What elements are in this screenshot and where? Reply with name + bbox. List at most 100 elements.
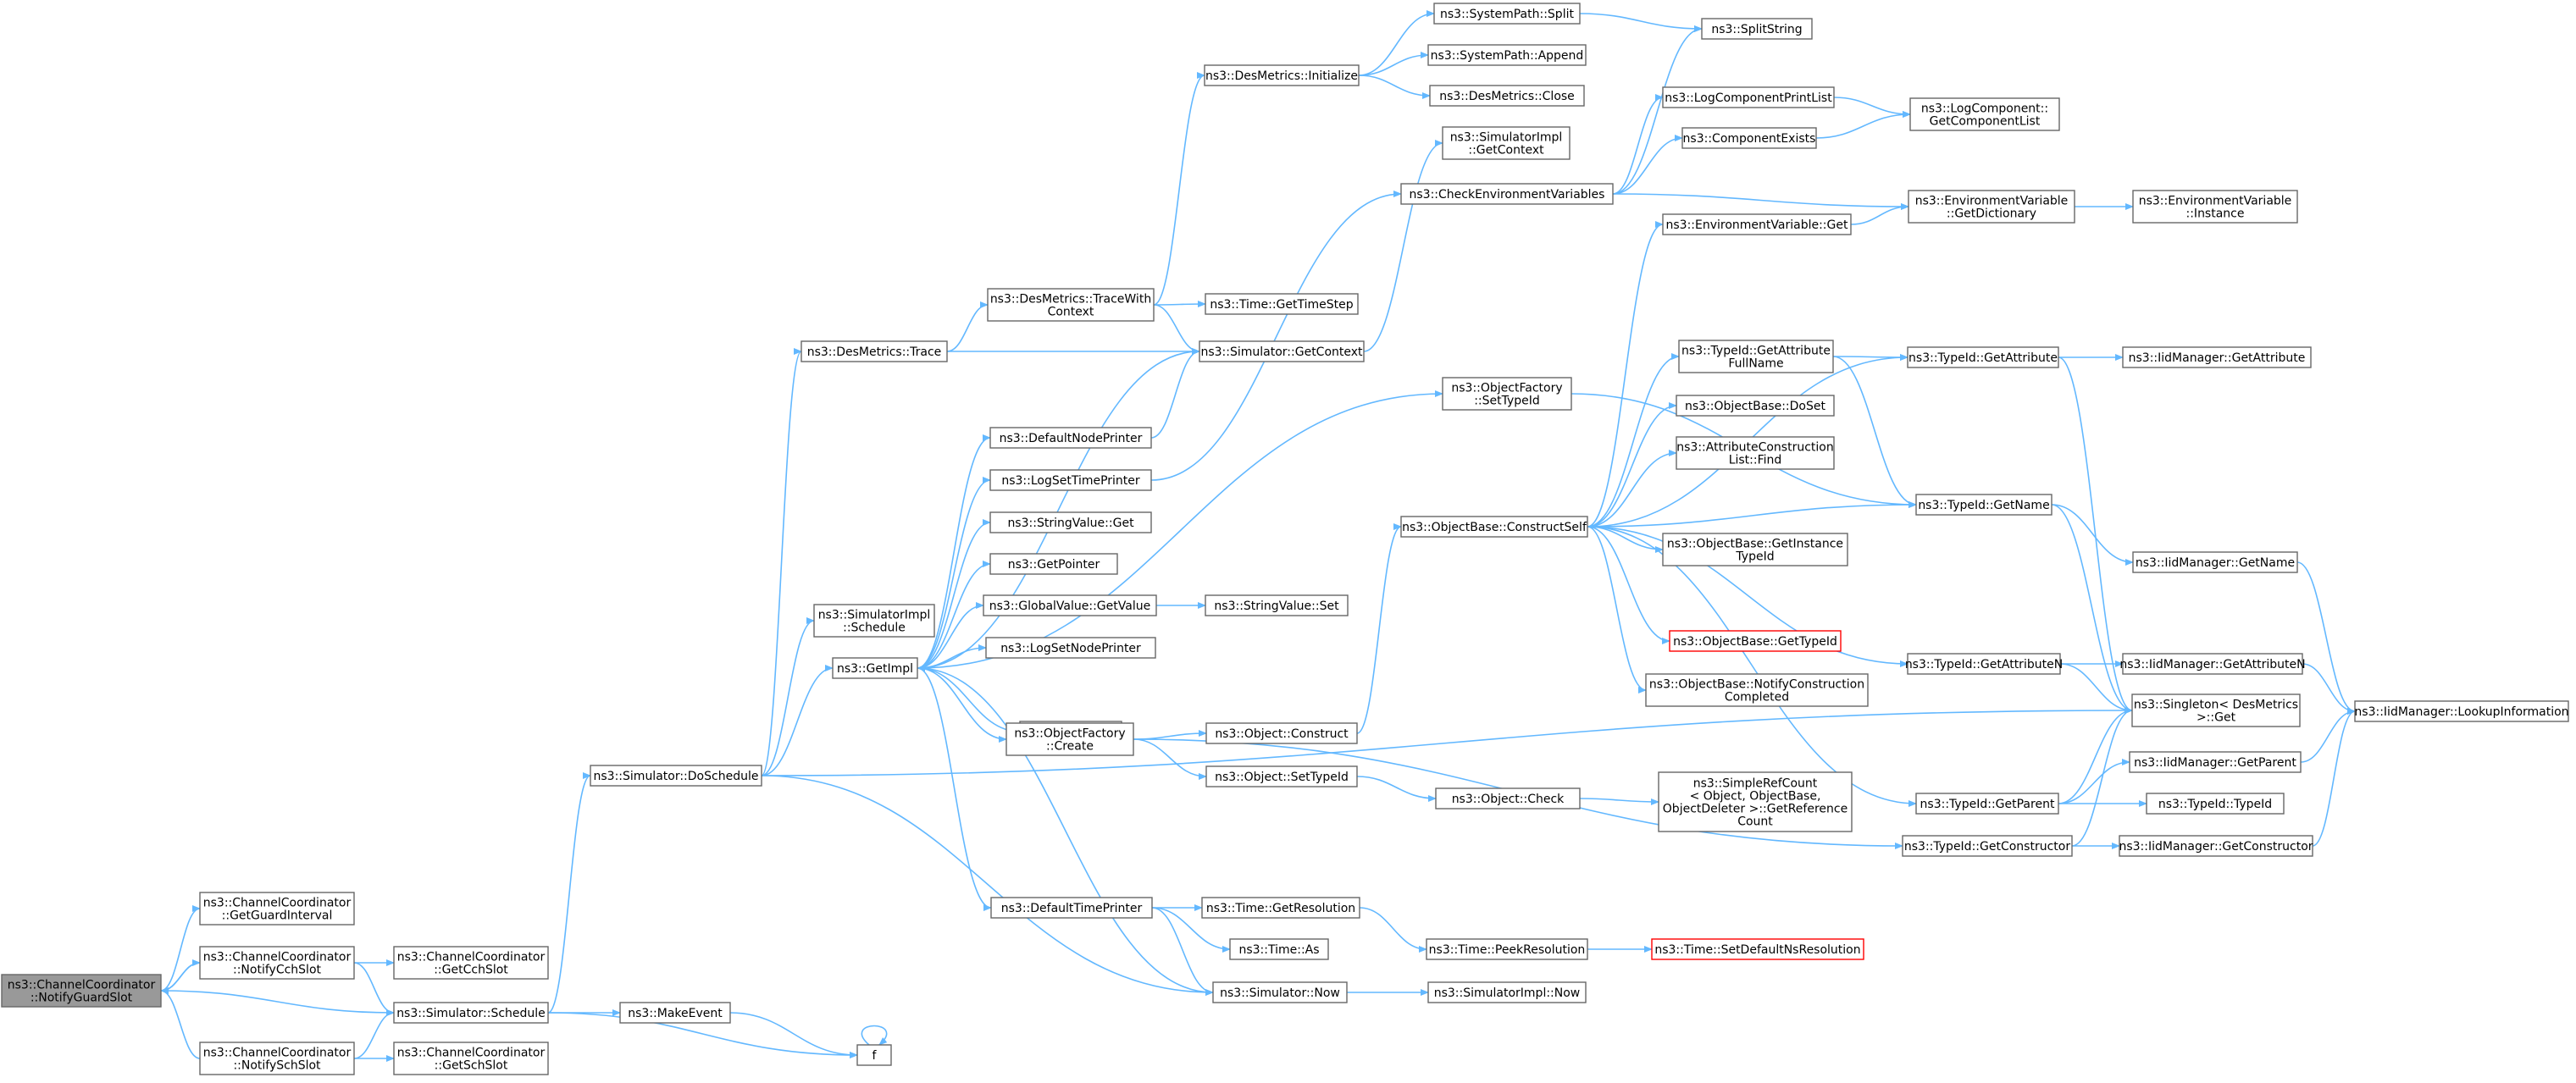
node-iidGetParent[interactable]: ns3::IidManager::GetParent: [2129, 751, 2302, 773]
node-box: [1427, 981, 1587, 1003]
node-globalGetValue[interactable]: ns3::GlobalValue::GetValue: [983, 594, 1157, 616]
node-timeSetDefaultNsResolution[interactable]: ns3::Time::SetDefaultNsResolution: [1651, 938, 1864, 960]
edge-objBaseConstructSelf-to-typeIdGetName: [1587, 501, 1917, 528]
node-spSplit[interactable]: ns3::SystemPath::Split: [1433, 3, 1581, 25]
node-stringValueSet[interactable]: ns3::StringValue::Set: [1205, 594, 1349, 616]
node-splitString[interactable]: ns3::SplitString: [1701, 18, 1813, 40]
node-simpleRefCount[interactable]: ns3::SimpleRefCount< Object, ObjectBase,…: [1658, 771, 1853, 832]
node-box: [985, 637, 1156, 659]
node-label: ns3::Simulator::GetContext: [1200, 345, 1363, 359]
edge-defaultTimePrinter-to-simNow: [1151, 907, 1214, 996]
node-doSchedule[interactable]: ns3::Simulator::DoSchedule: [590, 765, 762, 787]
node-iidLookupInformation[interactable]: ns3::IidManager::LookupInformation: [2354, 700, 2569, 722]
edge-objBaseConstructSelf-to-envVarGet: [1587, 221, 1664, 528]
node-label: ::GetContext: [1468, 144, 1544, 157]
node-box: [1701, 18, 1813, 40]
edge-getImpl-to-logSetTimePrinter: [917, 477, 991, 669]
node-simImplGetContext[interactable]: ns3::SimulatorImpl::GetContext: [1442, 126, 1571, 160]
node-timeGetTimeStep[interactable]: ns3::Time::GetTimeStep: [1205, 293, 1359, 315]
node-box: [1205, 765, 1358, 787]
node-notifySchSlot[interactable]: ns3::ChannelCoordinator::NotifySchSlot: [199, 1042, 355, 1075]
node-objBaseConstructSelf[interactable]: ns3::ObjectBase::ConstructSelf: [1400, 516, 1588, 538]
node-typeIdGetAttribute[interactable]: ns3::TypeId::GetAttribute: [1907, 346, 2059, 368]
node-desTrace[interactable]: ns3::DesMetrics::Trace: [800, 340, 948, 362]
node-f[interactable]: f: [856, 1044, 892, 1066]
node-label: ns3::GlobalValue::GetValue: [989, 600, 1150, 613]
node-componentExists[interactable]: ns3::ComponentExists: [1681, 127, 1817, 149]
node-singletonGet[interactable]: ns3::Singleton< DesMetrics >::Get: [2131, 693, 2301, 727]
node-box: [199, 892, 355, 926]
node-logCompGetList[interactable]: ns3::LogComponent::GetComponentList: [1909, 97, 2060, 131]
node-simSchedule[interactable]: ns3::Simulator::Schedule: [393, 1002, 549, 1024]
node-label: < Object, ObjectBase,: [1690, 790, 1821, 804]
node-iidGetConstructor[interactable]: ns3::IidManager::GetConstructor: [2119, 835, 2313, 857]
node-getCchSlot[interactable]: ns3::ChannelCoordinator::GetCchSlot: [393, 946, 549, 980]
node-stringValueGet[interactable]: ns3::StringValue::Get: [989, 511, 1152, 533]
node-makeEvent[interactable]: ns3::MakeEvent: [619, 1002, 731, 1024]
node-typeIdGetAttributeN[interactable]: ns3::TypeId::GetAttributeN: [1905, 653, 2063, 675]
node-objFactorySetTypeId[interactable]: ns3::ObjectFactory::SetTypeId: [1442, 377, 1572, 411]
node-box: [1201, 897, 1360, 919]
node-typeIdTypeId[interactable]: ns3::TypeId::TypeId: [2146, 793, 2285, 815]
node-label: ns3::SimulatorImpl: [818, 609, 931, 622]
edge-logCompPrintList-to-logCompGetList: [1833, 97, 1911, 118]
node-objSetTypeId[interactable]: ns3::Object::SetTypeId: [1205, 765, 1358, 787]
node-label: ns3::DesMetrics::Initialize: [1205, 69, 1358, 83]
node-typeIdGetConstructor[interactable]: ns3::TypeId::GetConstructor: [1902, 835, 2073, 857]
node-simImplSchedule[interactable]: ns3::SimulatorImpl::Schedule: [813, 604, 935, 638]
node-envVarGetDict[interactable]: ns3::EnvironmentVariable::GetDictionary: [1908, 190, 2075, 224]
node-typeIdGetName[interactable]: ns3::TypeId::GetName: [1915, 494, 2052, 516]
node-label: ns3::SplitString: [1711, 23, 1802, 36]
node-objFactoryCreate[interactable]: ns3::ObjectFactory::Create: [1005, 722, 1134, 756]
node-notifyCchSlot[interactable]: ns3::ChannelCoordinator::NotifyCchSlot: [199, 946, 355, 980]
edge-desTrace-to-traceWithContext: [946, 301, 989, 352]
node-objBaseNotifyConstructionCompleted[interactable]: ns3::ObjectBase::NotifyConstructionCompl…: [1645, 673, 1869, 707]
node-spAppend[interactable]: ns3::SystemPath::Append: [1427, 44, 1587, 66]
node-iidGetAttributeN[interactable]: ns3::IidManager::GetAttributeN: [2119, 653, 2306, 675]
node-logSetTimePrinter[interactable]: ns3::LogSetTimePrinter: [989, 469, 1152, 491]
node-simNow[interactable]: ns3::Simulator::Now: [1212, 981, 1348, 1003]
node-objCheck[interactable]: ns3::Object::Check: [1435, 787, 1581, 809]
edge-typeIdGetName-to-singletonGet: [2051, 504, 2133, 714]
edge-traceWithContext-to-desInit: [1153, 72, 1205, 306]
node-objConstruct[interactable]: ns3::Object::Construct: [1205, 722, 1358, 744]
node-box: [1909, 97, 2060, 131]
node-desInit[interactable]: ns3::DesMetrics::Initialize: [1204, 64, 1360, 86]
node-label: ns3::SystemPath::Append: [1431, 49, 1584, 63]
node-simImplNow[interactable]: ns3::SimulatorImpl::Now: [1427, 981, 1587, 1003]
node-envVarGet[interactable]: ns3::EnvironmentVariable::Get: [1662, 213, 1852, 235]
node-envVarInstance[interactable]: ns3::EnvironmentVariable::Instance: [2132, 190, 2298, 224]
node-getPointer[interactable]: ns3::GetPointer: [989, 553, 1118, 575]
edge-doSchedule-to-singletonGet: [761, 707, 2133, 776]
node-timeGetResolution[interactable]: ns3::Time::GetResolution: [1201, 897, 1360, 919]
node-desClose[interactable]: ns3::DesMetrics::Close: [1429, 85, 1585, 107]
node-getImpl[interactable]: ns3::GetImpl: [832, 657, 918, 679]
node-defaultTimePrinter[interactable]: ns3::DefaultTimePrinter: [990, 897, 1153, 919]
node-label: ns3::TypeId::GetConstructor: [1904, 840, 2070, 854]
node-objBaseDoSet[interactable]: ns3::ObjectBase::DoSet: [1676, 395, 1835, 417]
node-box: [199, 946, 355, 980]
node-timePeekResolution[interactable]: ns3::Time::PeekResolution: [1426, 938, 1588, 960]
node-box: [1427, 44, 1587, 66]
node-getGuardInterval[interactable]: ns3::ChannelCoordinator::GetGuardInterva…: [199, 892, 355, 926]
node-checkEnvVars[interactable]: ns3::CheckEnvironmentVariables: [1400, 183, 1614, 205]
edge-doSchedule-to-simImplSchedule: [761, 617, 815, 776]
node-logCompPrintList[interactable]: ns3::LogComponentPrintList: [1662, 86, 1835, 108]
node-logSetNodePrinter[interactable]: ns3::LogSetNodePrinter: [985, 637, 1156, 659]
edge-doSchedule-to-simNow: [761, 775, 1214, 996]
node-iidGetName[interactable]: ns3::IidManager::GetName: [2132, 551, 2298, 573]
node-box: [1400, 516, 1588, 538]
edge-logSetTimePrinter-to-checkEnvVars: [1150, 191, 1402, 481]
node-defaultNodePrinter[interactable]: ns3::DefaultNodePrinter: [989, 427, 1152, 449]
node-root[interactable]: ns3::ChannelCoordinator::NotifyGuardSlot: [1, 974, 162, 1008]
node-simGetContext[interactable]: ns3::Simulator::GetContext: [1199, 340, 1365, 362]
node-objBaseGetTypeId[interactable]: ns3::ObjectBase::GetTypeId: [1669, 630, 1842, 652]
node-iidGetAttribute[interactable]: ns3::IidManager::GetAttribute: [2122, 346, 2312, 368]
node-getSchSlot[interactable]: ns3::ChannelCoordinator::GetSchSlot: [393, 1042, 549, 1075]
node-typeIdGetParent[interactable]: ns3::TypeId::GetParent: [1915, 793, 2059, 815]
node-timeAs[interactable]: ns3::Time::As: [1229, 938, 1329, 960]
